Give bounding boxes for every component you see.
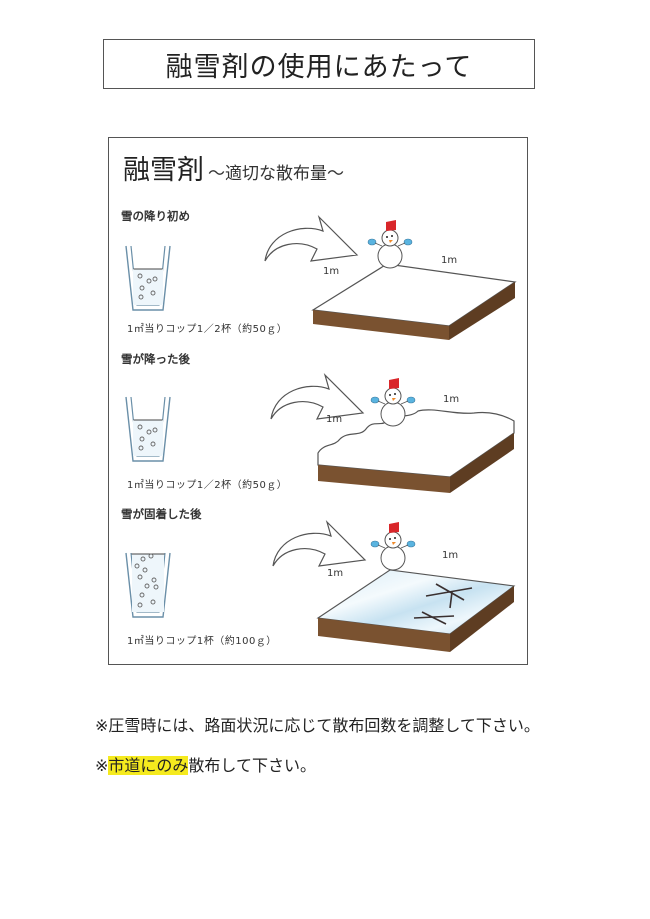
- cup-icon: [125, 245, 171, 311]
- stage-3-depth-label: 1m: [442, 550, 459, 561]
- stage-1-caption: 1㎡当りコップ1／2杯（約50ｇ）: [127, 324, 288, 335]
- stage-2-caption: 1㎡当りコップ1／2杯（約50ｇ）: [127, 480, 288, 491]
- note-2-highlight: 市道にのみ: [108, 756, 189, 775]
- note-2-prefix: ※: [95, 756, 109, 775]
- stage-3-label: 雪が固着した後: [121, 507, 202, 521]
- figure-title-sub: ～適切な散布量～: [208, 164, 344, 184]
- cup-icon: [125, 396, 171, 462]
- page-title: 融雪剤の使用にあたって: [165, 51, 473, 83]
- stage-2-label: 雪が降った後: [121, 352, 190, 366]
- stage-3-caption: 1㎡当りコップ1杯（約100ｇ）: [127, 636, 277, 647]
- stage-2-depth-label: 1m: [443, 394, 460, 405]
- snow-surface-flat: [311, 263, 517, 340]
- note-city-roads-only: ※市道にのみ散布して下さい。: [95, 752, 316, 776]
- ice-surface: [316, 569, 516, 652]
- note-1-prefix: ※: [95, 716, 109, 735]
- stage-1-depth-label: 1m: [441, 255, 458, 266]
- snow-surface-deep: [317, 409, 515, 493]
- page-title-box: 融雪剤の使用にあたって: [103, 39, 535, 89]
- snowman-icon: [367, 220, 413, 269]
- stage-1-label: 雪の降り初め: [121, 209, 190, 223]
- figure-title-main: 融雪剤: [123, 155, 204, 186]
- curved-arrow-icon: [272, 519, 367, 567]
- curved-arrow-icon: [270, 372, 365, 420]
- note-1-text: 圧雪時には、路面状況に応じて散布回数を調整して下さい。: [108, 716, 540, 735]
- cup-icon: [125, 552, 171, 618]
- figure-title: 融雪剤～適切な散布量～: [123, 148, 344, 187]
- curved-arrow-icon: [264, 214, 359, 262]
- note-2-text: 散布して下さい。: [188, 756, 316, 775]
- note-compacted-snow: ※圧雪時には、路面状況に応じて散布回数を調整して下さい。: [95, 712, 540, 736]
- snowmelt-figure: 融雪剤～適切な散布量～ 雪の降り初め 1㎡当りコップ1／2杯（約50ｇ） 1m …: [108, 137, 528, 665]
- snowman-icon: [370, 522, 416, 571]
- stage-2-width-label: 1m: [326, 414, 343, 425]
- stage-3-width-label: 1m: [327, 568, 344, 579]
- snowman-icon: [370, 378, 416, 427]
- stage-1-width-label: 1m: [323, 266, 340, 277]
